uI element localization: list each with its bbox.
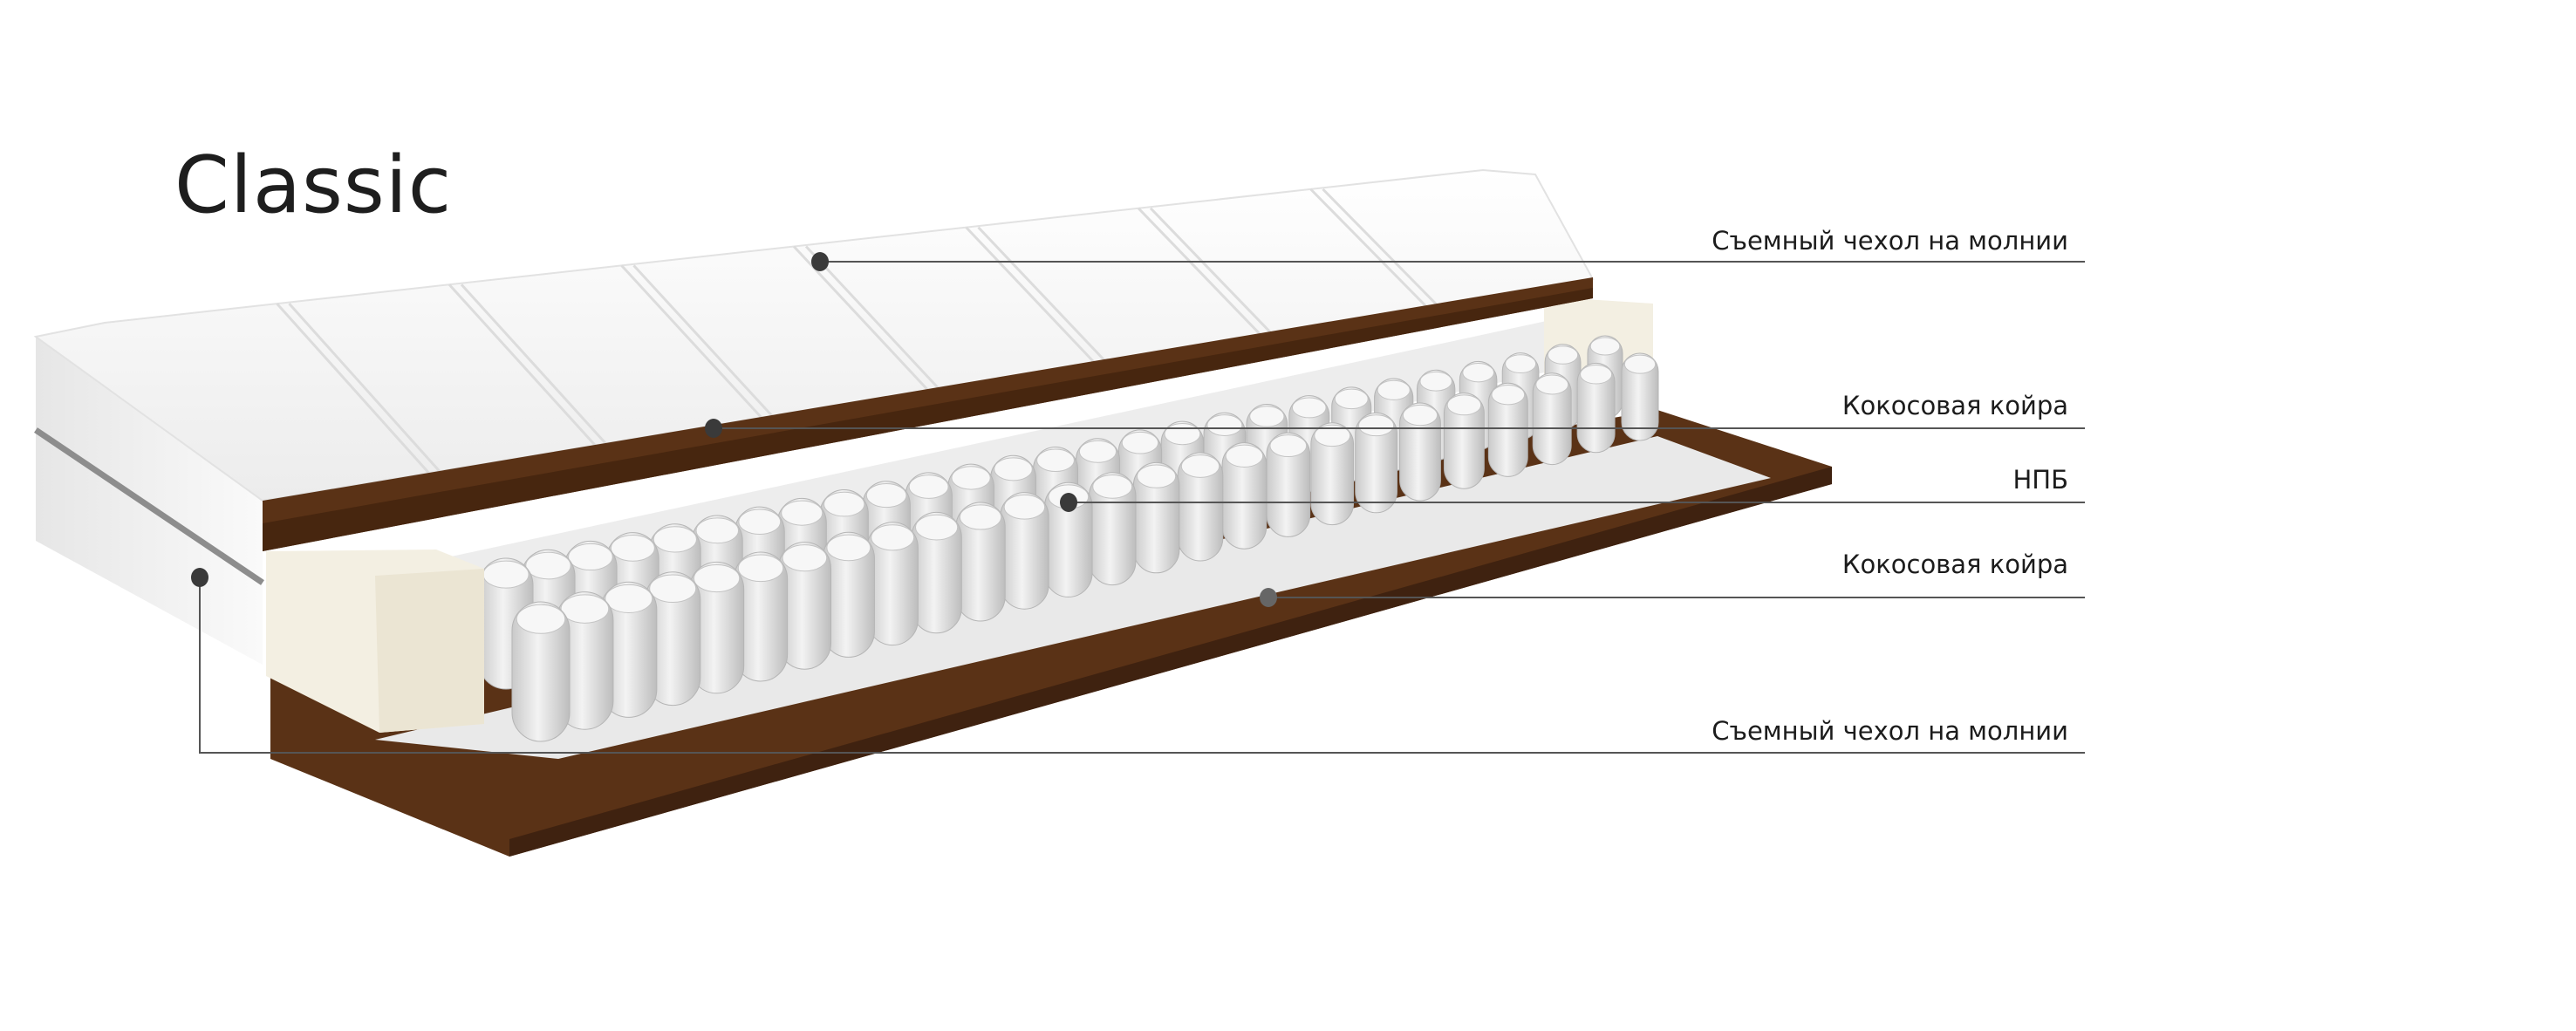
pocket-spring-top (951, 466, 991, 490)
pocket-spring-top (871, 524, 915, 551)
pocket-spring-top (823, 491, 865, 517)
pocket-spring-top (1377, 379, 1411, 400)
product-title: Classic (174, 140, 453, 231)
pocket-spring-top (1462, 363, 1494, 383)
quilt-seam (1322, 188, 1440, 308)
pocket-spring-top (568, 543, 613, 571)
pocket-spring-top (1402, 404, 1438, 427)
pocket-spring-top (1419, 371, 1452, 392)
layer-label-cover-top: Съемный чехол на молнии (1712, 226, 2068, 256)
pocket-spring-top (695, 517, 740, 544)
pocket-spring-top (1334, 388, 1369, 410)
cover-quilting (276, 188, 1440, 475)
pocket-spring-top (693, 564, 741, 593)
pocket-spring-top (737, 554, 784, 583)
pocket-spring-top (1314, 424, 1351, 447)
pocket-spring (1310, 422, 1355, 526)
marker-dot (1060, 493, 1077, 512)
quilt-seam (620, 264, 762, 419)
pocket-spring-top (1446, 394, 1482, 416)
top-coir-edge (263, 288, 1593, 551)
leader-line-cover-bottom (199, 577, 2085, 754)
layer-label-coir-bottom: Кокосовая койра (1841, 550, 2068, 579)
pocket-spring-top (781, 500, 823, 526)
quilt-seam (460, 283, 609, 447)
pocket-spring-top (516, 604, 566, 634)
layer-label-springs: НПБ (2012, 465, 2068, 495)
pocket-spring-top (1137, 464, 1177, 488)
pocket-spring (1355, 412, 1397, 514)
quilt-seam (1137, 207, 1261, 336)
pocket-spring (1443, 393, 1485, 489)
pocket-spring (1621, 352, 1659, 441)
pocket-spring-top (782, 544, 828, 572)
layer-label-coir-top: Кокосовая койра (1841, 391, 2068, 420)
marker-dot (705, 419, 722, 438)
pocket-spring-top (560, 594, 610, 624)
pocket-spring-top (1092, 474, 1133, 499)
pocket-spring-top (1491, 384, 1526, 406)
pocket-spring-top (1036, 448, 1075, 473)
pocket-spring-top (1078, 440, 1117, 463)
pocket-spring-top (1623, 354, 1657, 374)
pocket-spring (1487, 382, 1528, 477)
marker-dot (811, 252, 829, 271)
pocket-spring-top (1291, 397, 1327, 419)
pocket-spring-top (1249, 406, 1285, 427)
pocket-spring-top (649, 574, 697, 604)
quilt-seam (288, 303, 442, 475)
quilt-seam (448, 283, 597, 447)
pocket-spring-top (482, 560, 530, 589)
pocket-spring-top (1505, 354, 1537, 374)
pocket-spring-top (1547, 345, 1579, 365)
quilt-seam (276, 303, 430, 475)
pocket-spring-top (994, 457, 1033, 481)
pocket-spring-top (1206, 414, 1243, 436)
quilt-seam (632, 264, 775, 419)
pocket-spring-top (1003, 494, 1046, 520)
pocket-spring-top (1225, 444, 1264, 468)
pocket-spring-top (1269, 434, 1308, 458)
bottom-coir-edge (509, 467, 1832, 857)
layer-label-cover-bottom: Съемный чехол на молнии (1712, 716, 2068, 746)
pocket-spring-top (1535, 374, 1569, 395)
foam-block-face (375, 569, 484, 733)
marker-dots (191, 252, 1277, 607)
pocket-spring-top (908, 475, 949, 499)
quilt-seam (804, 245, 941, 392)
quilt-seam (977, 226, 1108, 364)
marker-dot (191, 568, 208, 587)
quilt-seam (965, 226, 1096, 364)
pocket-spring-top (1164, 423, 1201, 446)
pocket-spring-top (1180, 454, 1220, 478)
spring-unit (478, 335, 1659, 742)
pocket-spring (1576, 362, 1616, 454)
marker-dot (1260, 588, 1277, 607)
pocket-spring-top (605, 584, 653, 613)
pocket-spring-top (915, 514, 959, 541)
pocket-spring (511, 601, 571, 742)
pocket-spring-top (653, 526, 697, 553)
leader-lines (199, 261, 2085, 754)
pocket-spring-top (826, 534, 871, 562)
pocket-spring-top (865, 482, 907, 509)
pocket-spring (1532, 372, 1572, 466)
pocket-spring-top (1580, 365, 1613, 385)
pocket-spring-top (1121, 431, 1159, 454)
pocket-spring-top (1589, 337, 1621, 356)
quilt-seam (1149, 207, 1274, 336)
quilt-seam (1309, 188, 1428, 308)
quilt-seam (792, 245, 929, 392)
pocket-spring-top (1358, 414, 1395, 437)
pocket-spring-top (738, 509, 782, 535)
pocket-spring-top (959, 504, 1002, 530)
pocket-spring-top (525, 551, 571, 580)
cover-zipper-stripe (34, 427, 264, 585)
pocket-spring-top (610, 535, 655, 562)
